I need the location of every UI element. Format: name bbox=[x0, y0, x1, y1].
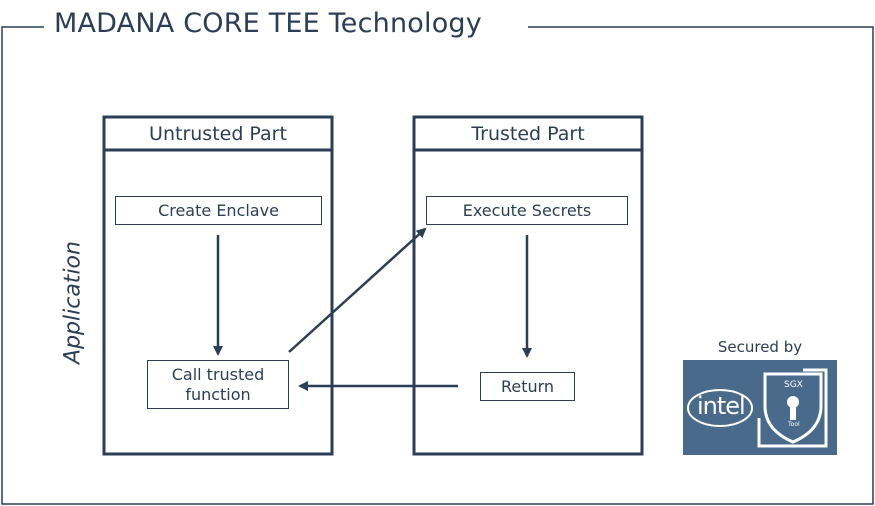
outer-frame bbox=[1, 26, 874, 505]
diagram-title: MADANA CORE TEE Technology bbox=[48, 8, 488, 39]
shield-bracket bbox=[757, 368, 828, 448]
intel-ring bbox=[687, 389, 753, 427]
untrusted-box bbox=[102, 115, 334, 456]
return-node: Return bbox=[480, 372, 575, 401]
call-trusted-function-node: Call trusted function bbox=[147, 360, 289, 409]
call-trusted-line-1: Call trusted bbox=[171, 364, 265, 384]
arrow-call-to-execute bbox=[288, 227, 427, 353]
secured-by-label: Secured by bbox=[717, 338, 803, 356]
tool-label: Tool bbox=[788, 421, 800, 428]
application-label: Application bbox=[60, 241, 86, 364]
untrusted-header: Untrusted Part bbox=[149, 123, 287, 145]
trusted-box bbox=[412, 115, 644, 456]
intel-sgx-logo-graphic bbox=[687, 368, 828, 448]
trusted-header: Trusted Part bbox=[471, 123, 585, 145]
execute-secrets-node: Execute Secrets bbox=[426, 196, 628, 225]
intel-sgx-badge: intel SGX Tool bbox=[683, 360, 837, 455]
intel-wordmark: intel bbox=[697, 392, 746, 420]
sgx-label: SGX bbox=[784, 380, 803, 390]
create-enclave-node: Create Enclave bbox=[115, 196, 322, 225]
call-trusted-line-2: function bbox=[185, 384, 251, 404]
